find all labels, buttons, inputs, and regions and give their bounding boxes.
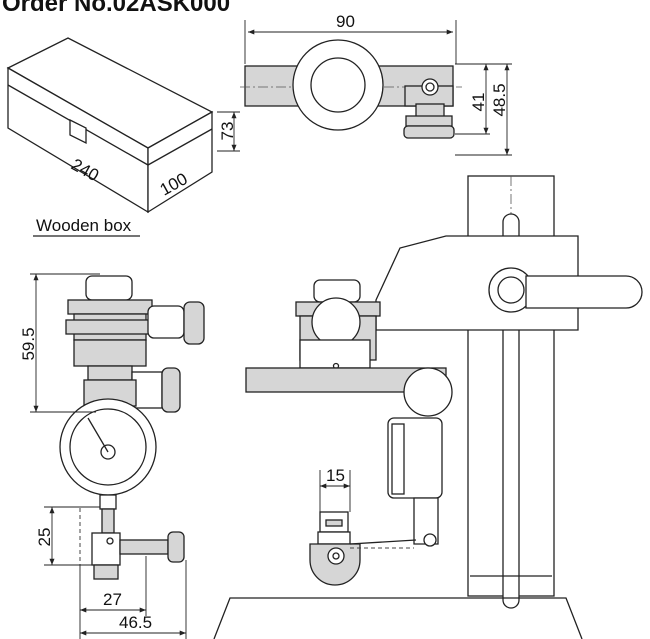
top-height-a-label: 41 [469,93,488,112]
box-clasp [69,118,87,145]
top-view: 90 41 48.5 [240,12,512,156]
side-small-height-label: 25 [35,528,54,547]
order-title: Order No.02ASK000 [2,0,230,17]
side-view [59,275,205,580]
side-height-label: 59.5 [19,327,38,360]
tip-width-label: 15 [326,466,345,485]
wooden-box [6,37,214,214]
offset-b-label: 46.5 [119,613,152,632]
top-height-b-label: 48.5 [490,83,509,116]
side-dimensions: 59.5 25 27 46.5 [19,273,187,639]
box-caption: Wooden box [36,216,132,235]
front-view: 15 [213,175,643,639]
offset-a-label: 27 [103,590,122,609]
top-width-label: 90 [336,12,355,31]
box-height-label: 73 [218,122,237,141]
